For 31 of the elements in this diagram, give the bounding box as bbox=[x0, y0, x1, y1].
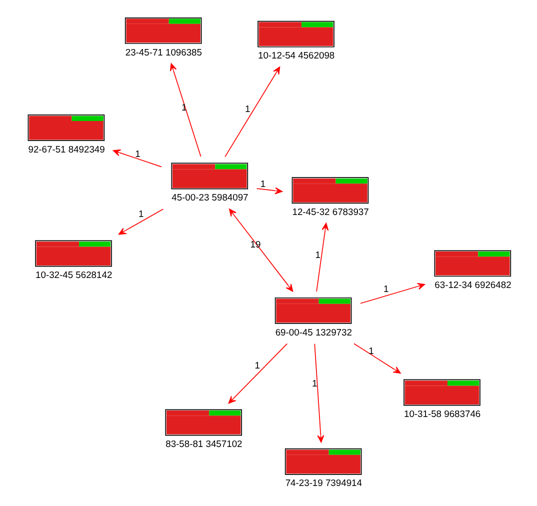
node-label: 45-00-23 5984097 bbox=[171, 192, 248, 203]
edge-label: 1 bbox=[314, 250, 320, 260]
arrow bbox=[169, 63, 201, 157]
edge-label: 1 bbox=[368, 346, 374, 356]
arrow bbox=[316, 222, 328, 292]
arrow bbox=[360, 282, 425, 304]
arrow bbox=[112, 149, 162, 168]
node-label: 69-00-45 1329732 bbox=[274, 327, 352, 338]
node-label: 10-31-58 9683746 bbox=[404, 409, 480, 420]
arrow bbox=[228, 343, 288, 404]
node-label: 83-58-81 3457102 bbox=[165, 439, 242, 450]
arrow bbox=[353, 343, 400, 374]
node-label: 12-45-32 6783937 bbox=[292, 206, 368, 217]
edge-label: 1 bbox=[312, 378, 317, 389]
node-label: 10-12-54 4562098 bbox=[258, 50, 334, 61]
node-label: 10-32-45 5628142 bbox=[35, 270, 112, 280]
edge-label: 1 bbox=[383, 284, 388, 294]
node-label: 63-12-34 6926482 bbox=[434, 280, 511, 290]
edge-label: 1 bbox=[134, 149, 140, 160]
edge-label: 1 bbox=[260, 178, 266, 189]
node-label: 23-45-71 1096385 bbox=[124, 47, 202, 58]
edge-label: 1 bbox=[244, 104, 250, 114]
node-label: 74-23-19 7394914 bbox=[284, 478, 362, 488]
arrow bbox=[228, 208, 293, 292]
arrow bbox=[118, 208, 164, 235]
arrow bbox=[256, 187, 282, 194]
edge-label: 1 bbox=[254, 360, 260, 370]
node-label: 92-67-51 8492349 bbox=[28, 144, 104, 154]
edge-label: 1 bbox=[138, 209, 144, 220]
arrow bbox=[314, 343, 324, 443]
arrow bbox=[224, 66, 280, 158]
